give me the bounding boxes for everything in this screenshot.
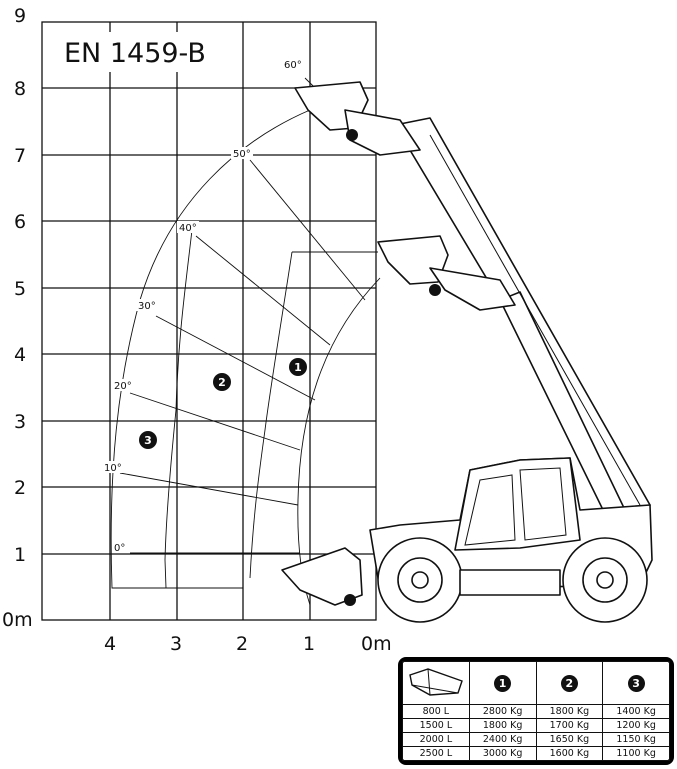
horizontal-gridlines bbox=[42, 87, 376, 555]
capacity-cell: 1600 Kg bbox=[535, 746, 604, 761]
y-label: 1 bbox=[14, 544, 26, 566]
x-axis-labels: 4 3 2 1 0m bbox=[104, 633, 392, 655]
angle-labels: 60° 50° 40° 30° 20° 10° 0° bbox=[102, 58, 304, 554]
table-row: 800 L 2800 Kg 1800 Kg 1400 Kg bbox=[402, 704, 670, 719]
x-label: 4 bbox=[104, 633, 116, 655]
angle-label: 40° bbox=[179, 223, 197, 234]
chart-title: EN 1459-B bbox=[64, 38, 206, 69]
bucket-header-cell bbox=[402, 661, 470, 705]
table-header-row: 1 2 3 bbox=[402, 661, 670, 705]
y-label: 0m bbox=[2, 609, 33, 631]
angle-label: 50° bbox=[233, 149, 251, 160]
capacity-cell: 1150 Kg bbox=[602, 732, 670, 747]
capacity-cell: 1400 Kg bbox=[602, 704, 670, 719]
svg-text:3: 3 bbox=[144, 434, 152, 447]
angle-line-30 bbox=[155, 315, 316, 401]
y-label: 8 bbox=[14, 78, 26, 100]
zone-header-1: 1 bbox=[468, 661, 537, 705]
zone-badge-2: 2 bbox=[213, 373, 231, 391]
table-row: 1500 L 1800 Kg 1700 Kg 1200 Kg bbox=[402, 718, 670, 733]
capacity-table-grid: 1 2 3 800 L 2800 Kg 1800 Kg 1400 Kg 1500… bbox=[402, 661, 670, 761]
table-row: 2500 L 3000 Kg 1600 Kg 1100 Kg bbox=[402, 746, 670, 761]
capacity-cell: 1700 Kg bbox=[535, 718, 604, 733]
angle-line-10 bbox=[119, 472, 299, 506]
bucket-volume-cell: 800 L bbox=[402, 704, 470, 719]
y-label: 2 bbox=[14, 477, 26, 499]
x-label: 2 bbox=[236, 633, 248, 655]
capacity-cell: 1800 Kg bbox=[535, 704, 604, 719]
angle-line-20 bbox=[129, 392, 301, 451]
capacity-cell: 1100 Kg bbox=[602, 746, 670, 761]
svg-text:1: 1 bbox=[294, 361, 302, 374]
capacity-cell: 3000 Kg bbox=[468, 746, 537, 761]
bucket-volume-cell: 1500 L bbox=[402, 718, 470, 733]
y-label: 4 bbox=[14, 344, 26, 366]
capacity-cell: 1650 Kg bbox=[535, 732, 604, 747]
angle-line-40 bbox=[195, 235, 331, 346]
angle-label: 0° bbox=[114, 543, 125, 554]
bucket-icon bbox=[409, 668, 463, 696]
zone1-boundary bbox=[249, 251, 378, 579]
angle-label: 30° bbox=[138, 301, 156, 312]
zone-header-3: 3 bbox=[602, 661, 670, 705]
table-row: 2000 L 2400 Kg 1650 Kg 1150 Kg bbox=[402, 732, 670, 747]
capacity-table: 1 2 3 800 L 2800 Kg 1800 Kg 1400 Kg 1500… bbox=[398, 657, 674, 765]
x-label: 1 bbox=[303, 633, 315, 655]
y-label: 7 bbox=[14, 145, 26, 167]
vertical-gridlines bbox=[109, 22, 311, 620]
chart-frame bbox=[41, 21, 377, 621]
y-label: 6 bbox=[14, 211, 26, 233]
x-label: 0m bbox=[361, 633, 392, 655]
angle-line-50 bbox=[249, 159, 366, 301]
title-bg bbox=[55, 32, 205, 72]
y-label: 5 bbox=[14, 278, 26, 300]
bucket-volume-cell: 2000 L bbox=[402, 732, 470, 747]
svg-text:2: 2 bbox=[218, 376, 226, 389]
outer-arc bbox=[110, 109, 311, 589]
telehandler-icon bbox=[281, 81, 653, 623]
zone2-boundary bbox=[164, 229, 193, 589]
bucket-volume-cell: 2500 L bbox=[402, 746, 470, 761]
capacity-cell: 2800 Kg bbox=[468, 704, 537, 719]
capacity-cell: 1800 Kg bbox=[468, 718, 537, 733]
y-label: 3 bbox=[14, 411, 26, 433]
x-label: 3 bbox=[170, 633, 182, 655]
zone-header-2: 2 bbox=[535, 661, 604, 705]
zone-badge-3: 3 bbox=[139, 431, 157, 449]
capacity-cell: 1200 Kg bbox=[602, 718, 670, 733]
angle-label: 10° bbox=[104, 463, 122, 474]
y-axis-labels: 9 8 7 6 5 4 3 2 1 0m bbox=[2, 5, 33, 631]
angle-label: 20° bbox=[114, 381, 132, 392]
y-label: 9 bbox=[14, 5, 26, 27]
angle-label: 60° bbox=[284, 60, 302, 71]
capacity-cell: 2400 Kg bbox=[468, 732, 537, 747]
zone-badge-1: 1 bbox=[289, 358, 307, 376]
